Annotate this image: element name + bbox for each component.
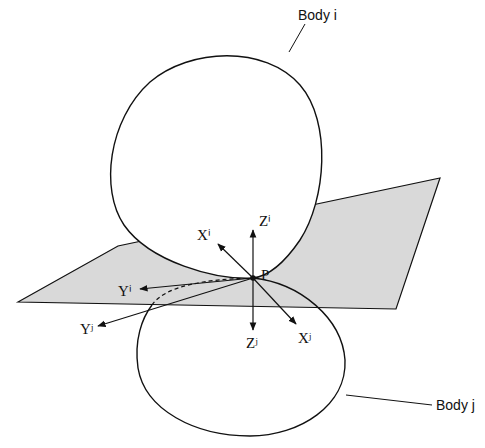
part-name: Body j	[436, 398, 475, 412]
axis-arrow	[253, 278, 296, 324]
axis-label: Yⁱ	[118, 284, 132, 299]
contact-point	[250, 275, 256, 281]
axis-label: Zⁱ	[259, 214, 271, 229]
axis-label: Xʲ	[298, 331, 311, 346]
point-label: P	[261, 268, 269, 283]
axis-arrow	[98, 278, 253, 326]
axis-arrow	[252, 278, 253, 330]
part-name: Body i	[298, 8, 337, 22]
body-j-hidden-outline	[152, 278, 253, 305]
axis-arrow	[218, 244, 253, 278]
axis-label: Xⁱ	[197, 228, 211, 243]
body-j-outline	[137, 278, 345, 436]
leader-line	[289, 24, 305, 52]
axis-arrow	[252, 230, 253, 278]
body-i-outline	[111, 56, 322, 278]
axis-label: Zʲ	[246, 336, 258, 351]
leader-line	[346, 395, 432, 405]
axis-label: Yʲ	[80, 322, 93, 337]
